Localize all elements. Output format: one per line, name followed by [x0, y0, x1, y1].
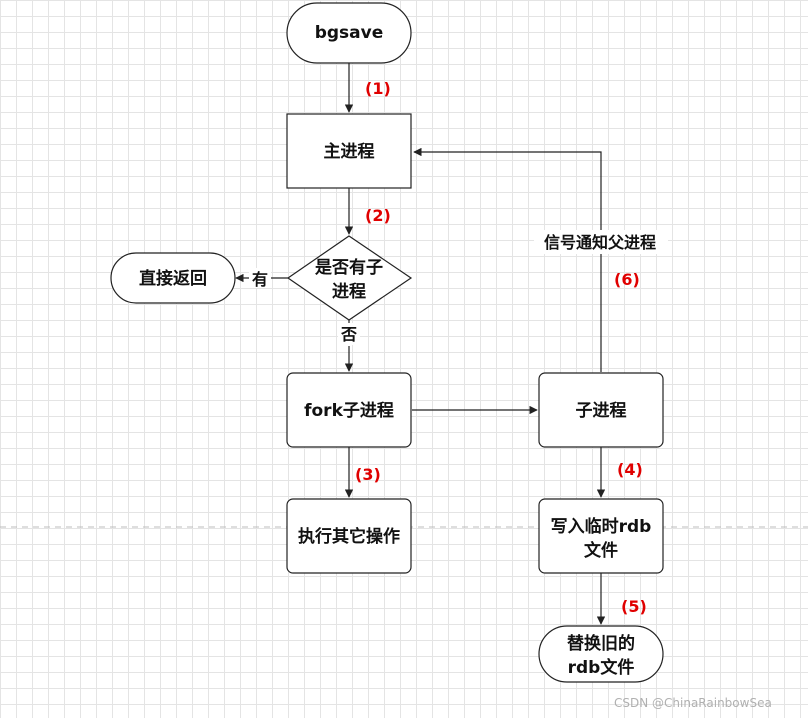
node-fork-child: fork子进程	[286, 372, 412, 448]
edge-no-label-bg	[338, 323, 360, 345]
watermark-text: CSDN @ChinaRainbowSea	[614, 696, 772, 710]
node-has-child-decision: 是否有子 进程	[286, 235, 413, 321]
step-label-5: (5)	[621, 597, 647, 616]
node-replace-label-line2: rdb文件	[568, 657, 635, 678]
node-main-process: 主进程	[286, 113, 412, 189]
node-direct-return-label: 直接返回	[139, 268, 207, 289]
edge-child-signal-parent	[413, 147, 602, 372]
node-bgsave-label: bgsave	[315, 23, 384, 43]
node-replace-rdb: 替换旧的 rdb文件	[538, 625, 664, 683]
node-has-child-label-line2: 进程	[332, 282, 366, 302]
edge-signal-label-bg	[534, 230, 668, 254]
edge-yes-label-bg	[249, 268, 271, 288]
node-bgsave: bgsave	[286, 2, 412, 64]
node-child-process-label: 子进程	[576, 401, 627, 421]
node-has-child-label-line1: 是否有子	[315, 257, 383, 278]
node-write-tmp-label-line1: 写入临时rdb	[551, 516, 652, 537]
node-main-process-label: 主进程	[324, 141, 375, 162]
step-label-3: (3)	[355, 465, 381, 484]
node-write-tmp-label-line2: 文件	[584, 540, 618, 561]
node-other-ops-label: 执行其它操作	[298, 526, 400, 547]
node-direct-return: 直接返回	[110, 252, 236, 304]
node-write-tmp-rdb: 写入临时rdb 文件	[538, 498, 664, 574]
edge-yes-label: 有	[252, 270, 268, 289]
step-label-4: (4)	[617, 460, 643, 479]
node-fork-child-label: fork子进程	[304, 401, 394, 421]
node-other-ops: 执行其它操作	[286, 498, 412, 574]
step-label-6: (6)	[614, 270, 640, 289]
node-child-process: 子进程	[538, 372, 664, 448]
step-label-1: (1)	[365, 79, 391, 98]
edge-signal-label: 信号通知父进程	[544, 233, 656, 252]
node-replace-label-line1: 替换旧的	[567, 633, 635, 654]
edge-no-label: 否	[340, 325, 357, 344]
step-label-2: (2)	[365, 206, 391, 225]
